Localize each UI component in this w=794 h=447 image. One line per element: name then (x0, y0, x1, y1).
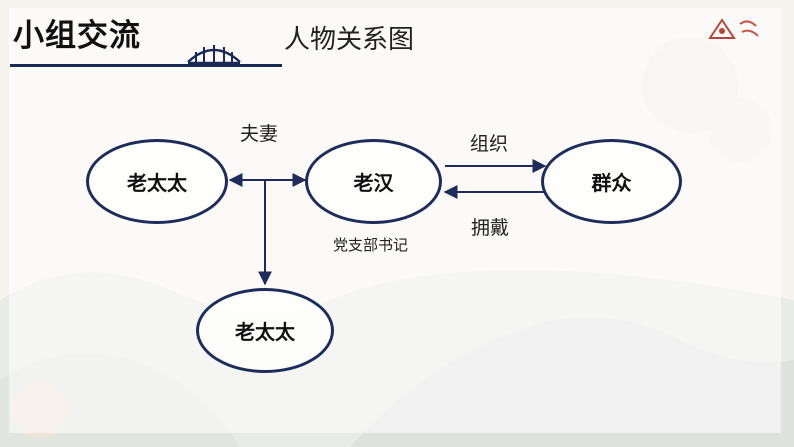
title-underline (10, 64, 282, 67)
old-man-role-annotation: 党支部书记 (333, 236, 409, 254)
section-title: 小组交流 (13, 18, 141, 54)
node-masses: 群众 (541, 139, 682, 224)
edge-label-support: 拥戴 (471, 217, 510, 239)
node-old-woman-top: 老太太 (86, 139, 228, 224)
bridge-icon (187, 45, 241, 65)
edge-label-spouse: 夫妻 (240, 123, 279, 145)
logo-icon (708, 18, 759, 39)
edge-label-organize: 组织 (470, 133, 509, 155)
diagram-title: 人物关系图 (284, 25, 415, 55)
node-old-man: 老汉 (305, 139, 442, 224)
node-old-woman-bottom: 老太太 (196, 288, 334, 373)
